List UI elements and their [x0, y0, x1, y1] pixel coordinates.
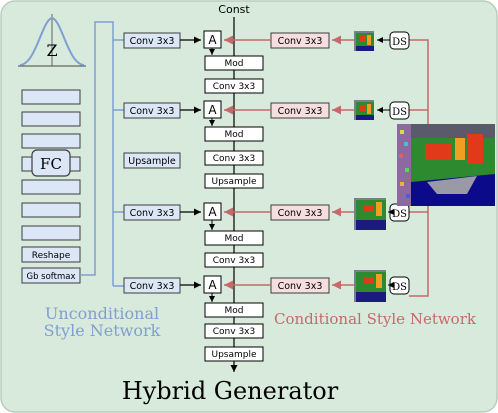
uncond-upsample-label: Upsample: [128, 156, 176, 167]
reshape-label: Reshape: [32, 251, 71, 261]
gen-conv-label: Conv 3x3: [213, 154, 255, 164]
segmentation-thumbnail: [354, 270, 386, 302]
mlp-layer: [21, 179, 81, 195]
gen-conv-label: Conv 3x3: [213, 82, 255, 92]
gen-conv-box: [204, 252, 264, 268]
gen-upsample-box: [204, 346, 264, 362]
a-label: A: [208, 205, 217, 219]
uncond-trunk-line: [80, 21, 124, 276]
uncond-conv-label: Conv 3x3: [130, 208, 175, 219]
gen-conv-box: [204, 323, 264, 339]
mod-box: [204, 55, 264, 71]
mod-label: Mod: [225, 130, 244, 140]
a-label: A: [208, 278, 217, 292]
uncond-network-label-line2: Style Network: [44, 321, 161, 340]
fc-label: FC: [40, 155, 62, 173]
unconditional-style-network: Z FC Reshape Gb softmax Unconditional St…: [18, 14, 161, 340]
mod-box: [204, 126, 264, 142]
reshape-box: [21, 246, 81, 263]
ds-label: DS: [392, 209, 407, 220]
a-label: A: [208, 103, 217, 117]
cond-conv-label: Conv 3x3: [278, 281, 323, 292]
mod-label: Mod: [225, 306, 244, 316]
cond-conv-label: Conv 3x3: [278, 36, 323, 47]
segmentation-thumbnail: [354, 100, 374, 120]
gen-upsample-label: Upsample: [211, 350, 256, 360]
cond-network-label: Conditional Style Network: [274, 310, 477, 328]
segmentation-thumbnail: [354, 31, 374, 51]
mod-box: [204, 230, 264, 246]
mlp-layer: [21, 111, 81, 127]
gen-upsample-label: Upsample: [211, 177, 256, 187]
segmentation-thumbnail: [354, 198, 386, 230]
gen-conv-box: [204, 78, 264, 94]
uncond-conv-label: Conv 3x3: [130, 106, 175, 117]
a-label: A: [208, 33, 217, 47]
cond-conv-label: Conv 3x3: [278, 208, 323, 219]
generator-spine: Const A Mod Conv 3x3 A Mod Conv 3x3 Upsa…: [203, 3, 264, 372]
gaussian-distribution-icon: [18, 14, 86, 67]
mod-box: [204, 302, 264, 318]
conditional-style-network: Conv 3x3 Conv 3x3 Conv 3x3 Conv 3x3: [224, 31, 495, 328]
ds-label: DS: [392, 282, 407, 293]
uncond-network-label-line1: Unconditional: [45, 304, 159, 323]
fc-box: [31, 149, 71, 177]
gen-conv-label: Conv 3x3: [213, 327, 255, 337]
mlp-layer: [21, 133, 81, 149]
gen-upsample-box: [204, 173, 264, 189]
gb-softmax-label: Gb softmax: [26, 272, 75, 282]
const-label: Const: [218, 3, 250, 16]
uncond-conv-label: Conv 3x3: [130, 36, 175, 47]
gen-conv-label: Conv 3x3: [213, 256, 255, 266]
mlp-layer: [21, 89, 81, 105]
mlp-layer: [21, 225, 81, 241]
uncond-conv-column: Conv 3x3 Conv 3x3 Upsample Conv 3x3 Conv…: [123, 32, 201, 294]
mlp-layer: [21, 202, 81, 218]
ds-label: DS: [392, 37, 407, 48]
uncond-conv-label: Conv 3x3: [130, 281, 175, 292]
segmentation-map-image: [397, 124, 495, 206]
mod-label: Mod: [225, 59, 244, 69]
ds-label: DS: [392, 107, 407, 118]
gen-conv-box: [204, 150, 264, 166]
uncond-upsample-box: [123, 152, 181, 169]
cond-conv-label: Conv 3x3: [278, 106, 323, 117]
z-label: Z: [46, 41, 57, 60]
diagram-title: Hybrid Generator: [122, 377, 339, 405]
mod-label: Mod: [225, 234, 244, 244]
